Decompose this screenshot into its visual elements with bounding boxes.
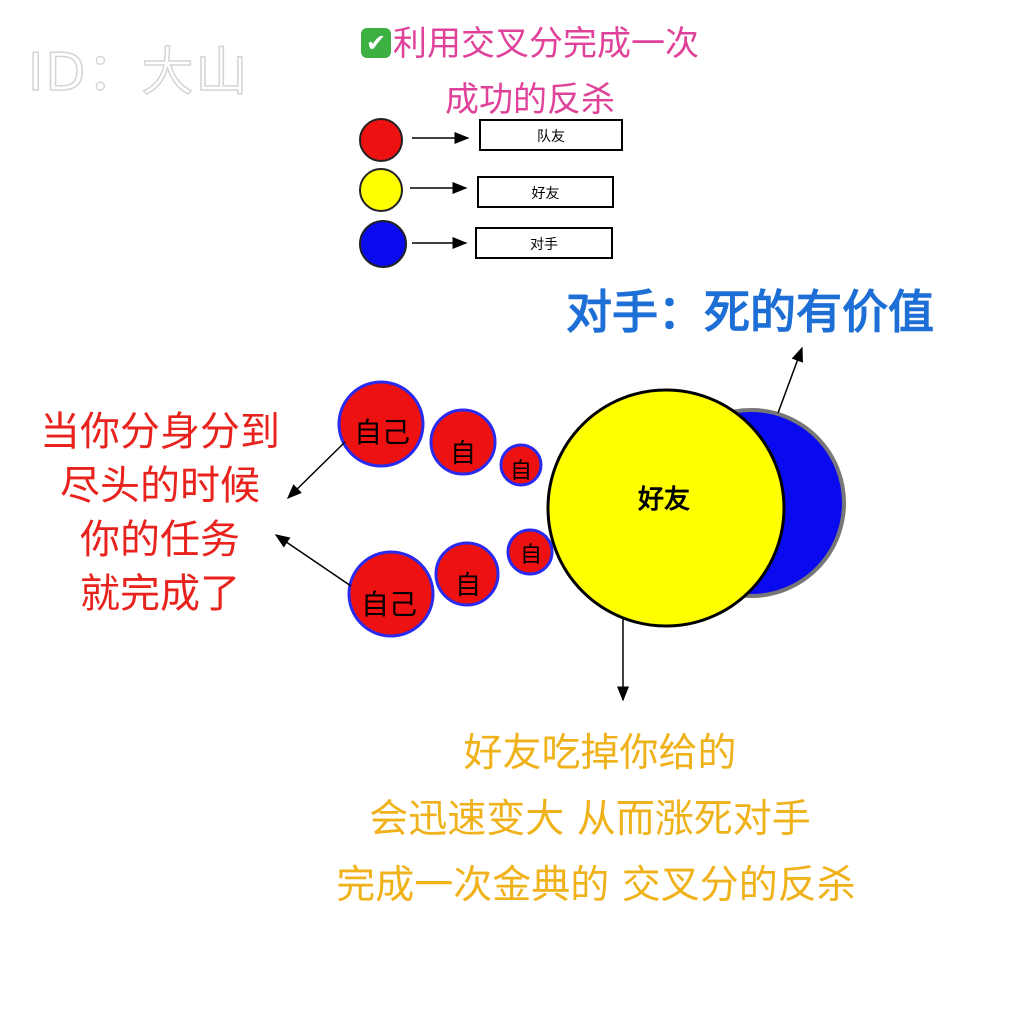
legend-label-friend: 好友: [477, 176, 614, 208]
friend-note-line-3: 完成一次金典的 交叉分的反杀: [336, 863, 856, 908]
self-label-lower-large: 自己: [361, 588, 417, 621]
self-cell-upper-large: [337, 380, 425, 468]
title-line-1: ✔利用交叉分完成一次: [330, 16, 730, 65]
check-icon: ✔: [361, 28, 391, 58]
self-cell-upper-small: [499, 443, 543, 487]
self-label-upper-medium: 自: [450, 439, 476, 469]
self-label-lower-medium: 自: [455, 571, 481, 601]
legend-circle-opponent: [359, 220, 407, 268]
arrow-to-opponent-note: [777, 346, 803, 414]
legend-circle-teammate: [359, 118, 403, 162]
self-cell-lower-small: [506, 528, 554, 576]
title-line-2: 成功的反杀: [445, 80, 615, 120]
self-cell-lower-medium: [434, 541, 500, 607]
self-cell-upper-medium: [429, 408, 497, 476]
title-text-1: 利用交叉分完成一次: [393, 24, 699, 64]
opponent-note: 对手：死的有价值: [566, 285, 934, 339]
task-note-line-3: 你的任务: [80, 517, 240, 563]
self-label-lower-small: 自: [520, 543, 542, 568]
legend-circle-friend: [359, 168, 403, 212]
friend-note-line-1: 好友吃掉你给的: [463, 731, 737, 776]
friend-note-line-2: 会迅速变大 从而涨死对手: [369, 797, 811, 842]
watermark: ID：大山: [27, 42, 250, 104]
friend-cell: [546, 388, 786, 628]
arrow-lower-to-task-note: [274, 534, 352, 587]
arrow-upper-to-task-note: [286, 441, 346, 500]
task-note-line-4: 就完成了: [80, 571, 240, 617]
task-note: 当你分身分到 尽头的时候 你的任务 就完成了: [10, 405, 310, 621]
task-note-line-1: 当你分身分到: [40, 409, 280, 455]
self-label-upper-small: 自: [510, 459, 532, 484]
legend-label-teammate: 队友: [479, 119, 623, 151]
friend-label: 好友: [637, 485, 690, 515]
task-note-line-2: 尽头的时候: [60, 463, 260, 509]
self-cell-lower-large: [347, 550, 435, 638]
self-label-upper-large: 自己: [354, 416, 410, 449]
legend-label-opponent: 对手: [475, 227, 613, 259]
